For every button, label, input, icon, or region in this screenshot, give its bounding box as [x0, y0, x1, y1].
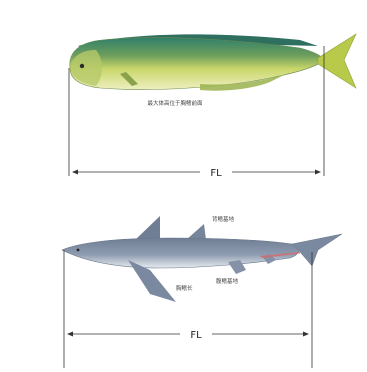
shark-note-pectoral: 胸鳍长	[176, 284, 193, 292]
shark-panel: 背鳍基地 胸鳍长 腹鳍基地 FL	[0, 186, 367, 372]
shark-illustration	[62, 216, 342, 302]
shark-eye	[77, 249, 80, 252]
dolphinfish-note: 最大体高位于胸鳍前面	[147, 99, 203, 107]
shark-tail	[292, 234, 342, 266]
shark-fl-label: FL	[190, 330, 202, 341]
shark-second-dorsal-fin	[186, 224, 206, 240]
dolphinfish-arrowhead-right	[315, 170, 321, 175]
dolphinfish-body	[70, 38, 324, 90]
dolphinfish-arrowhead-left	[72, 170, 78, 175]
shark-arrowhead-left	[67, 332, 73, 337]
shark-first-dorsal-fin	[135, 216, 160, 240]
dolphinfish-panel: 最大体高位于胸鳍前面 FL	[0, 0, 367, 186]
shark-arrowhead-right	[303, 332, 309, 337]
dolphinfish-fl-label: FL	[210, 168, 222, 179]
shark-body	[62, 238, 300, 268]
shark-note-dorsal: 背鳍基地	[212, 215, 235, 223]
dolphinfish-illustration	[70, 34, 356, 91]
dolphinfish-eye	[80, 64, 84, 68]
shark-diagram: 背鳍基地 胸鳍长 腹鳍基地 FL	[0, 186, 367, 372]
dolphinfish-diagram: 最大体高位于胸鳍前面 FL	[0, 0, 367, 186]
shark-note-anal: 腹鳍基地	[216, 277, 239, 285]
